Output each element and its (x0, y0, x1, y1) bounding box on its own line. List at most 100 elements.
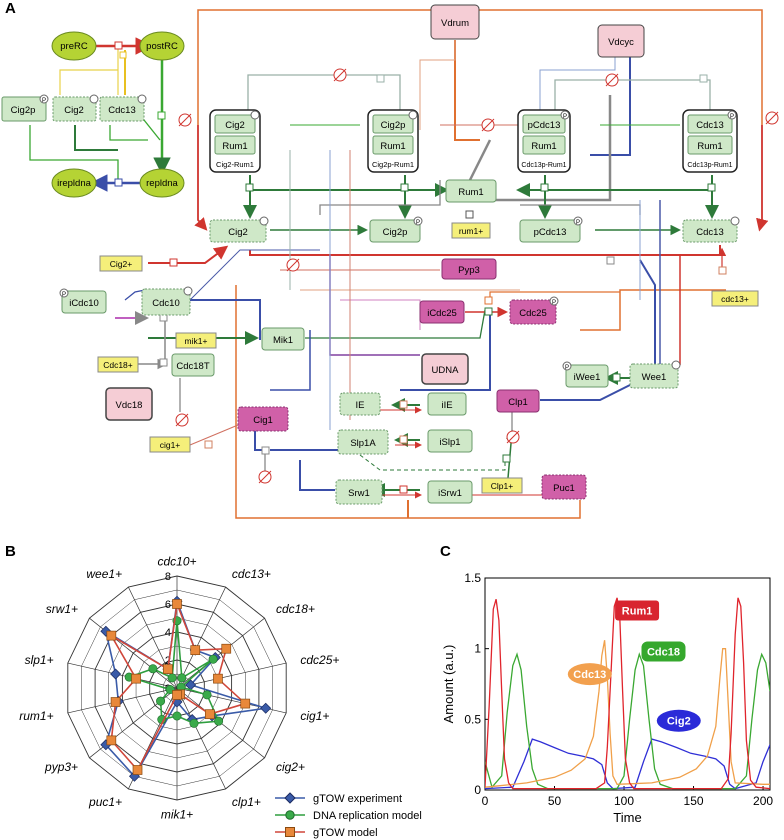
svg-text:pCdc13: pCdc13 (534, 227, 567, 238)
svg-text:Cdc13: Cdc13 (696, 227, 723, 238)
radar-tick-label: 2 (165, 655, 171, 667)
complex-cig2p-rum1: Cig2p Rum1 Cig2p-Rum1 (367, 109, 419, 173)
svg-text:P: P (563, 114, 567, 120)
svg-text:Cdc13p-Rum1: Cdc13p-Rum1 (687, 162, 732, 169)
radar-axis-label: cdc13+ (232, 567, 271, 581)
svg-text:rum1+: rum1+ (459, 226, 483, 236)
svg-text:Cig2-Rum1: Cig2-Rum1 (216, 160, 254, 169)
svg-text:pCdc13: pCdc13 (528, 120, 561, 131)
node-mik1: Mik1 (261, 327, 305, 351)
radar-point (190, 645, 201, 656)
svg-text:cig1+: cig1+ (160, 440, 181, 450)
node-isrw1: iSrw1 (427, 480, 473, 504)
svg-text:Clp1: Clp1 (508, 397, 528, 408)
radar-point (172, 711, 182, 721)
series-label-bg (567, 663, 612, 686)
svg-text:Cdc10: Cdc10 (152, 298, 179, 309)
radar-point (221, 643, 232, 654)
svg-text:Cig2: Cig2 (228, 227, 248, 238)
radar-point (110, 668, 122, 680)
series-line-cig2 (485, 738, 770, 790)
svg-text:iCdc10: iCdc10 (69, 298, 99, 309)
svg-text:mik1+: mik1+ (185, 336, 208, 346)
node-cdc25: Cdc25 P (509, 296, 559, 325)
y-tick-label: 0.5 (464, 712, 481, 726)
node-cig1: Cig1 (237, 406, 289, 432)
series-label-bg (615, 600, 660, 621)
radar-point (208, 654, 218, 664)
radar-axis-label: slp1+ (25, 653, 54, 667)
gene-cdc18plus: Cdc18+ (97, 356, 139, 373)
x-tick-label: 100 (614, 794, 634, 808)
node-cig2p-left: Cig2p P (1, 94, 49, 122)
radar-axis-label: pyp3+ (44, 760, 78, 774)
node-ie: IE (339, 392, 381, 416)
svg-text:Cdc13p-Rum1: Cdc13p-Rum1 (521, 162, 566, 169)
node-vdc18: Vdc18 (105, 387, 153, 421)
radar-spoke (176, 662, 287, 689)
node-cig2p: Cig2p P (369, 216, 423, 243)
series-label: Cig2 (667, 716, 691, 728)
complex-cdc13-rum1: Cdc13 Rum1 Cdc13p-Rum1 P (682, 109, 738, 173)
svg-text:UDNA: UDNA (432, 365, 460, 376)
radar-spoke (176, 687, 226, 790)
node-cdc13: Cdc13 (682, 216, 740, 243)
radar-point (214, 716, 224, 726)
node-icdc10: iCdc10 P (59, 288, 107, 314)
svg-text:Cig2p: Cig2p (11, 105, 36, 116)
node-cdc18t: Cdc18T (171, 353, 215, 377)
radar-spoke (176, 617, 265, 689)
svg-text:Vdcyc: Vdcyc (608, 37, 634, 48)
radar-point (172, 599, 182, 609)
legend-marker (285, 810, 295, 820)
y-tick-label: 0 (474, 783, 481, 797)
panel-label-b: B (5, 543, 16, 560)
radar-point (106, 735, 117, 746)
radar-axis-label: clp1+ (232, 795, 261, 809)
node-preRC: preRC (51, 31, 97, 61)
radar-point (167, 673, 177, 683)
svg-text:Cdc18+: Cdc18+ (103, 360, 133, 370)
svg-text:IE: IE (356, 400, 365, 411)
x-tick-label: 0 (482, 794, 489, 808)
radar-tick-label: 6 (165, 599, 171, 611)
series-label-bg (656, 709, 701, 732)
radar-axis-label: cig2+ (276, 760, 305, 774)
svg-text:Mik1: Mik1 (273, 335, 293, 346)
x-tick-label: 50 (548, 794, 562, 808)
legend-label: gTOW model (313, 827, 378, 839)
node-slp1a: Slp1A (337, 429, 389, 455)
legend-label: gTOW experiment (313, 793, 402, 805)
svg-text:iSlp1: iSlp1 (439, 437, 460, 448)
radar-axis-label: puc1+ (88, 795, 122, 809)
radar-axis-label: mik1+ (161, 808, 193, 822)
legend-marker (284, 792, 296, 804)
radar-point (260, 702, 272, 714)
node-iwee1: iWee1 P (562, 361, 609, 388)
panel-label-c: C (440, 543, 451, 560)
radar-point (172, 690, 182, 700)
svg-text:P: P (416, 220, 420, 226)
x-tick-label: 200 (753, 794, 773, 808)
svg-text:Rum1: Rum1 (222, 141, 247, 152)
svg-text:irepldna: irepldna (57, 178, 92, 189)
svg-text:Rum1: Rum1 (531, 141, 556, 152)
radar-point (202, 690, 212, 700)
svg-text:Slp1A: Slp1A (350, 438, 376, 449)
svg-text:Cig2p: Cig2p (383, 227, 408, 238)
gene-cig2plus: Cig2+ (99, 255, 143, 272)
radar-point (148, 664, 158, 674)
radar-tick-label: 8 (165, 571, 171, 583)
svg-text:Cdc25: Cdc25 (519, 308, 546, 319)
radar-point (189, 718, 199, 728)
svg-text:cdc13+: cdc13+ (721, 294, 749, 304)
svg-text:Rum1: Rum1 (697, 141, 722, 152)
radar-axis-label: rum1+ (19, 709, 53, 723)
radar-point (110, 697, 121, 707)
node-islp1: iSlp1 (427, 429, 473, 453)
svg-text:Rum1: Rum1 (458, 187, 483, 198)
gene-rum1plus: rum1+ (451, 222, 491, 239)
plot-area (485, 597, 770, 790)
svg-text:P: P (576, 220, 580, 226)
radar-point (240, 698, 251, 709)
